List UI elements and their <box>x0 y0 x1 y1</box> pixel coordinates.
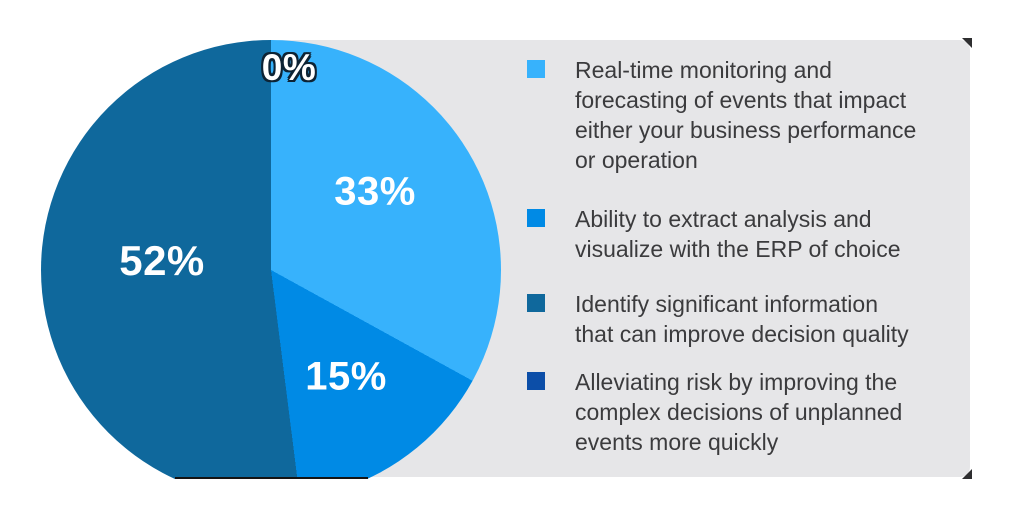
corner-fold-icon <box>962 38 972 48</box>
pie-bottom-edge <box>175 477 368 479</box>
legend-swatch-icon <box>527 294 545 312</box>
pie-slice-label-52pct: 52% <box>119 237 205 284</box>
legend-label: Real-time monitoring and forecasting of … <box>575 57 917 173</box>
legend-swatch-icon <box>527 60 545 78</box>
legend-item: Real-time monitoring and forecasting of … <box>527 55 967 175</box>
legend-label: Ability to extract analysis and visualiz… <box>575 206 901 262</box>
legend-label: Alleviating risk by improving the comple… <box>575 369 903 455</box>
legend: Real-time monitoring and forecasting of … <box>527 0 967 514</box>
legend-item: Ability to extract analysis and visualiz… <box>527 204 967 264</box>
legend-label: Identify significant information that ca… <box>575 291 909 347</box>
legend-swatch-icon <box>527 209 545 227</box>
legend-swatch-icon <box>527 372 545 390</box>
legend-item: Alleviating risk by improving the comple… <box>527 367 967 457</box>
legend-item: Identify significant information that ca… <box>527 289 967 349</box>
corner-fold-icon <box>962 469 972 479</box>
